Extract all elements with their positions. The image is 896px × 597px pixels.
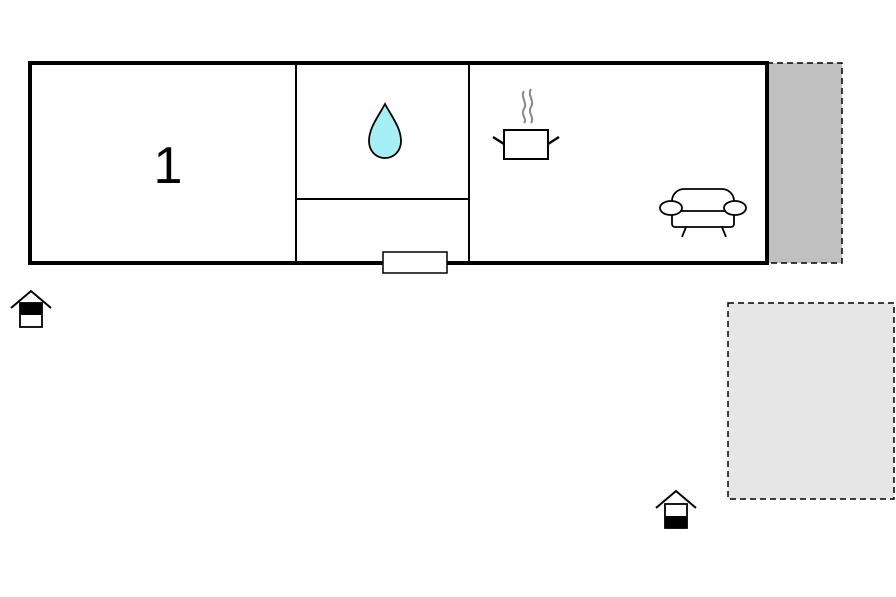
cooking-pot-icon bbox=[492, 88, 560, 160]
terrace-area bbox=[766, 62, 843, 264]
house-entrance-icon bbox=[655, 489, 697, 529]
sofa-icon bbox=[659, 188, 747, 238]
building-outline bbox=[28, 61, 769, 265]
water-drop-icon bbox=[368, 102, 402, 159]
bedroom-label: 1 bbox=[154, 137, 183, 195]
house-entrance-icon bbox=[10, 289, 52, 328]
doorway bbox=[382, 251, 448, 274]
garden-area bbox=[727, 302, 895, 500]
